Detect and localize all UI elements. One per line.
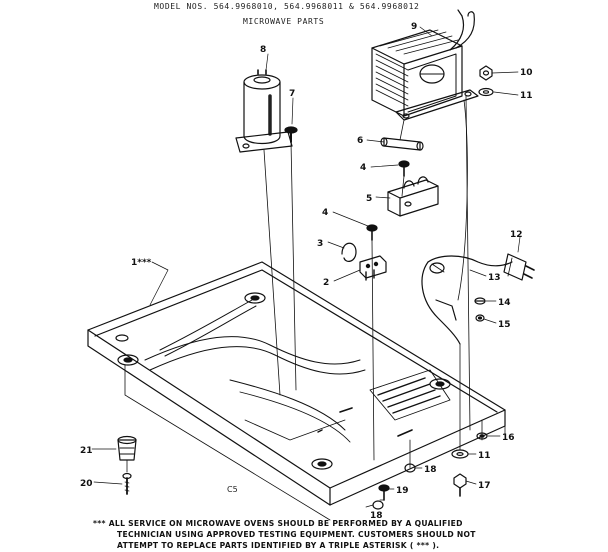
base-corner-hole <box>115 334 129 342</box>
callout-10: 10 <box>520 68 533 78</box>
screw-lower <box>366 224 378 241</box>
callout-8: 8 <box>260 45 266 55</box>
callout-13: 13 <box>488 273 501 283</box>
fuse <box>380 137 424 151</box>
transformer <box>371 9 479 121</box>
base-plate <box>87 261 506 521</box>
callout-11-bottom: 11 <box>478 451 491 461</box>
wire-clip <box>341 242 357 262</box>
fuse-holder <box>387 176 439 217</box>
base-foot-front-right <box>311 458 333 470</box>
capacitor <box>235 69 293 153</box>
callout-20: 20 <box>80 479 93 489</box>
note-line-2: TECHNICIAN USING APPROVED TESTING EQUIPM… <box>117 530 476 539</box>
fastener-15 <box>475 314 485 322</box>
power-cord <box>421 253 535 345</box>
callout-4-upper: 4 <box>360 163 366 173</box>
callout-14: 14 <box>498 298 511 308</box>
note-line-1: *** ALL SERVICE ON MICROWAVE OVENS SHOUL… <box>93 519 463 528</box>
callout-1: 1*** <box>131 258 152 268</box>
model-numbers-title: MODEL NOS. 564.9968010, 564.9968011 & 56… <box>154 2 420 11</box>
figure-code: C5 <box>227 485 238 494</box>
capacitor-screw <box>284 126 298 143</box>
callout-2: 2 <box>323 278 329 288</box>
washer-14 <box>474 297 486 305</box>
callout-7: 7 <box>289 89 295 99</box>
callout-21: 21 <box>80 446 93 456</box>
foot-21 <box>117 435 137 461</box>
assembly-lines <box>126 95 483 501</box>
base-foot-right <box>429 378 451 390</box>
callout-18-right: 18 <box>424 465 437 475</box>
screw-upper <box>398 160 410 177</box>
callout-12: 12 <box>510 230 523 240</box>
terminal-block <box>359 255 387 281</box>
screw-20 <box>122 472 132 495</box>
callout-16: 16 <box>502 433 515 443</box>
callout-3: 3 <box>317 239 323 249</box>
note-line-3: ATTEMPT TO REPLACE PARTS IDENTIFIED BY A… <box>117 541 440 550</box>
diagram-subtitle: MICROWAVE PARTS <box>243 17 325 26</box>
callout-6: 6 <box>357 136 363 146</box>
grommet-18-bottom <box>372 500 384 510</box>
service-warning-note: *** ALL SERVICE ON MICROWAVE OVENS SHOUL… <box>93 518 563 551</box>
callout-4-lower: 4 <box>322 208 328 218</box>
nut-10 <box>479 65 493 81</box>
callout-5: 5 <box>366 194 372 204</box>
washer-11-top <box>478 87 494 97</box>
base-foot-front-left <box>117 354 139 366</box>
screw-19 <box>378 484 390 501</box>
callout-9: 9 <box>411 22 417 32</box>
washer-11-bottom <box>451 449 469 459</box>
callout-15: 15 <box>498 320 511 330</box>
callout-18-bottom: 18 <box>370 511 383 521</box>
bolt-17 <box>453 473 467 497</box>
callout-11-top: 11 <box>520 91 533 101</box>
callout-leaders <box>91 26 521 508</box>
callout-19: 19 <box>396 486 409 496</box>
callout-17: 17 <box>478 481 491 491</box>
base-foot-rear <box>244 292 266 304</box>
